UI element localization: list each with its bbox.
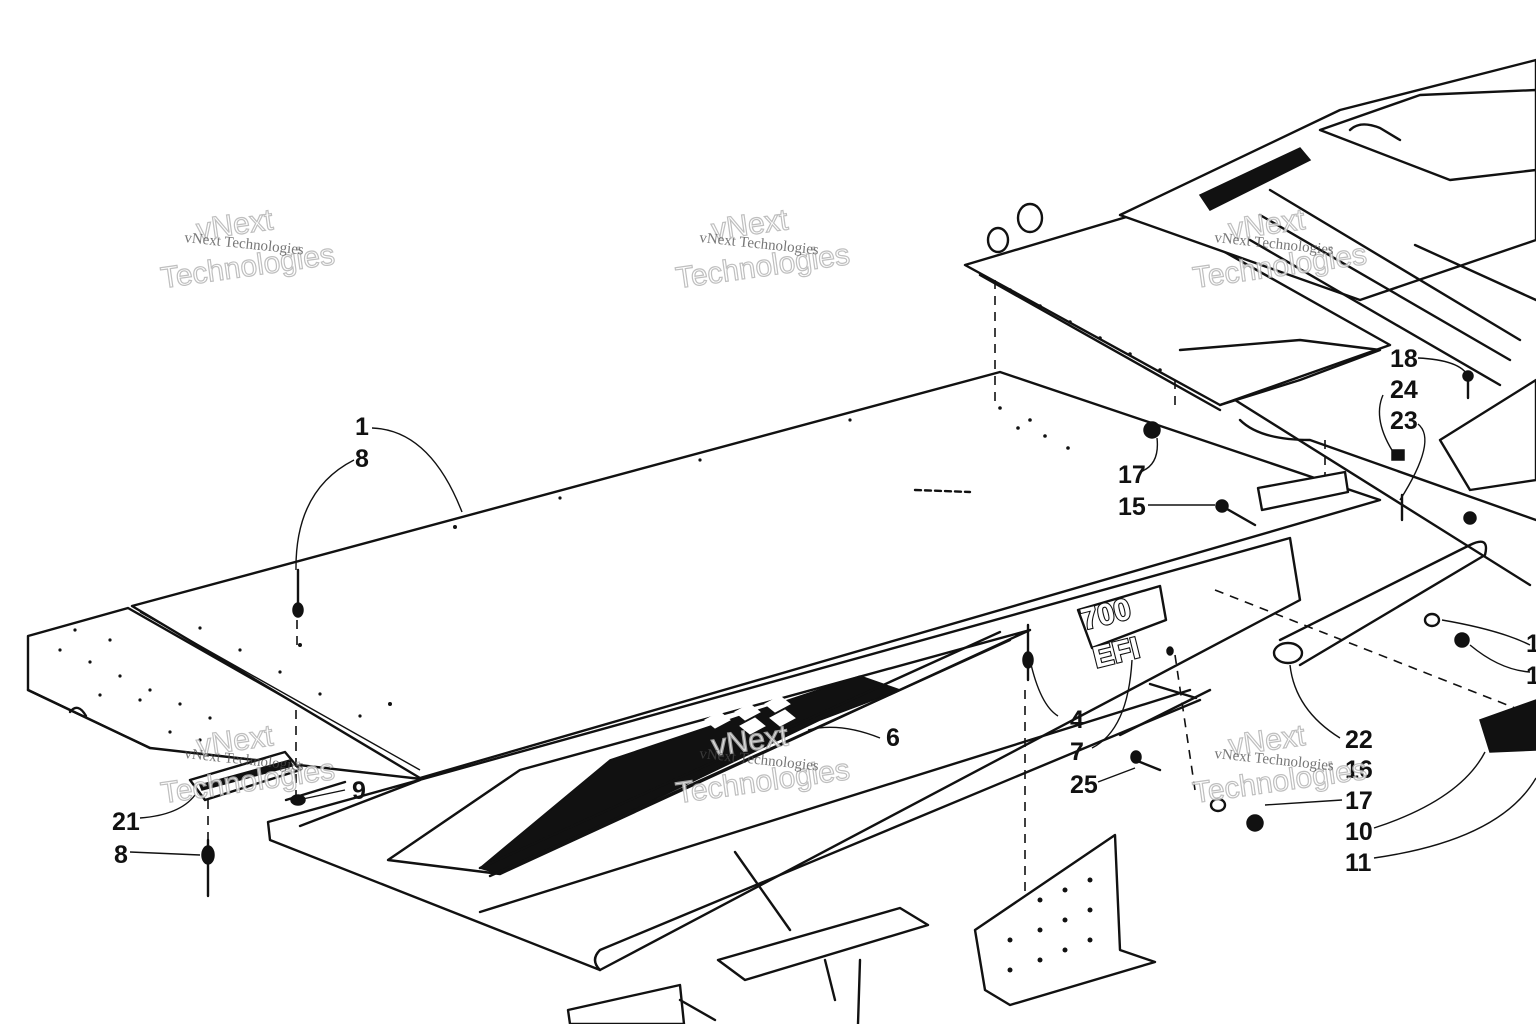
upper-right-chassis	[963, 58, 1536, 587]
callout-9: 9	[352, 777, 366, 805]
callout-24: 24	[1390, 376, 1418, 404]
leader-lines	[129, 357, 1536, 859]
callout-7: 7	[1070, 738, 1084, 766]
callout-1-right-a: 1	[1526, 630, 1536, 658]
left-bracket	[188, 710, 306, 898]
fasteners	[1130, 370, 1536, 832]
callout-22: 22	[1345, 726, 1373, 754]
callout-6: 6	[886, 724, 900, 752]
callout-17-bottom: 17	[1345, 787, 1373, 815]
callout-4: 4	[1070, 706, 1084, 734]
callout-15: 15	[1118, 493, 1146, 521]
tunnel-top-panel	[130, 370, 1382, 780]
callout-1-right-b: 1	[1526, 662, 1536, 690]
callout-1: 1	[355, 413, 369, 441]
lower-brackets	[566, 833, 1157, 1024]
callout-17-top: 17	[1118, 461, 1146, 489]
callout-16: 16	[1345, 756, 1373, 784]
rear-bumper-tube	[1118, 540, 1521, 791]
callout-8-bottom: 8	[114, 841, 128, 869]
callout-8-top: 8	[355, 445, 369, 473]
callout-11: 11	[1345, 849, 1372, 877]
callout-10: 10	[1345, 818, 1373, 846]
callout-25: 25	[1070, 771, 1098, 799]
callout-labels: 1 8 17 15 18 24 23 6 4 7 25 22 16 17 10 …	[112, 345, 1536, 877]
callout-23: 23	[1390, 407, 1418, 435]
tunnel-side-panel	[266, 536, 1302, 972]
callout-21: 21	[112, 808, 140, 836]
callout-18: 18	[1390, 345, 1418, 373]
